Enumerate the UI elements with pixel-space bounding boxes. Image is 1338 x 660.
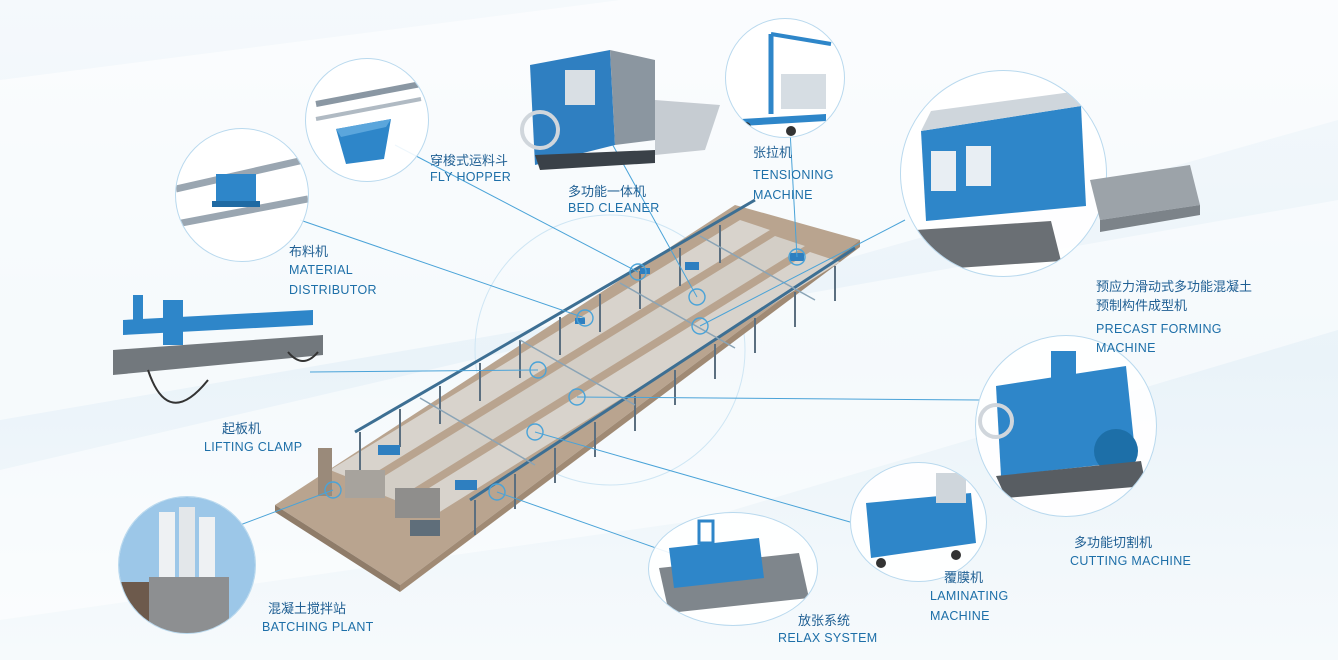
tensioning-machine-image (725, 18, 845, 138)
relax-system-zh: 放张系统 (798, 614, 851, 629)
production-lane (365, 236, 805, 500)
precast-forming-en-1: PRECAST FORMING (1096, 321, 1222, 336)
laminating-zh: 覆膜机 (944, 571, 984, 586)
precast-forming-en-2: MACHINE (1096, 341, 1156, 356)
laminating-en-1: LAMINATING (930, 589, 1009, 604)
bed-cleaner-image (515, 45, 725, 175)
bed-cleaner-en: BED CLEANER (568, 201, 660, 216)
lifting-clamp-zh: 起板机 (222, 422, 262, 437)
bed-cleaner-label: 多功能一体机 BED CLEANER (568, 185, 660, 217)
batching-plant-zh: 混凝土搅拌站 (268, 602, 347, 617)
laminating-machine-image (850, 462, 987, 582)
batching-plant-image (118, 496, 256, 634)
relax-system-en: RELAX SYSTEM (778, 631, 878, 646)
material-distributor-image (175, 128, 309, 262)
tensioning-label: 张拉机 TENSIONING MACHINE (753, 146, 834, 204)
material-distributor-en-1: MATERIAL (289, 263, 353, 278)
lifting-clamp-image (108, 290, 328, 420)
fly-hopper-label: 穿梭式运料斗 FLY HOPPER (430, 154, 511, 186)
lifting-clamp-label: 起板机 LIFTING CLAMP (204, 422, 302, 456)
tensioning-en-1: TENSIONING (753, 168, 834, 183)
bed-cleaner-zh: 多功能一体机 (568, 185, 647, 200)
cutting-machine-en: CUTTING MACHINE (1070, 554, 1192, 569)
tensioning-zh: 张拉机 (753, 146, 793, 161)
precast-forming-zh-1: 预应力滑动式多功能混凝土 (1096, 280, 1253, 295)
batching-plant-en: BATCHING PLANT (262, 620, 374, 635)
fly-hopper-zh: 穿梭式运料斗 (430, 154, 509, 169)
hollow-core-slab-image (1090, 165, 1200, 232)
relax-system-image (648, 512, 818, 626)
material-distributor-en-2: DISTRIBUTOR (289, 282, 377, 297)
fly-hopper-image (305, 58, 429, 182)
precast-forming-zh-2: 预制构件成型机 (1096, 299, 1188, 315)
material-distributor-label: 布料机 MATERIAL DISTRIBUTOR (289, 245, 377, 299)
lifting-clamp-en: LIFTING CLAMP (204, 440, 303, 455)
cutting-machine-zh: 多功能切割机 (1074, 536, 1153, 551)
laminating-label: 覆膜机 LAMINATING MACHINE (930, 571, 1008, 625)
production-lane (400, 252, 840, 518)
relax-system-label: 放张系统 RELAX SYSTEM (778, 614, 877, 647)
cutting-machine-image (975, 335, 1157, 517)
batching-plant-label: 混凝土搅拌站 BATCHING PLANT (262, 602, 374, 636)
laminating-en-2: MACHINE (930, 608, 990, 623)
precast-forming-machine-image (900, 70, 1107, 277)
material-distributor-zh: 布料机 (289, 245, 329, 260)
cutting-machine-label: 多功能切割机 CUTTING MACHINE (1070, 536, 1191, 570)
fly-hopper-en: FLY HOPPER (430, 170, 512, 185)
precast-forming-label: 预应力滑动式多功能混凝土 预制构件成型机 PRECAST FORMING MAC… (1096, 280, 1252, 357)
tensioning-en-2: MACHINE (753, 187, 813, 202)
